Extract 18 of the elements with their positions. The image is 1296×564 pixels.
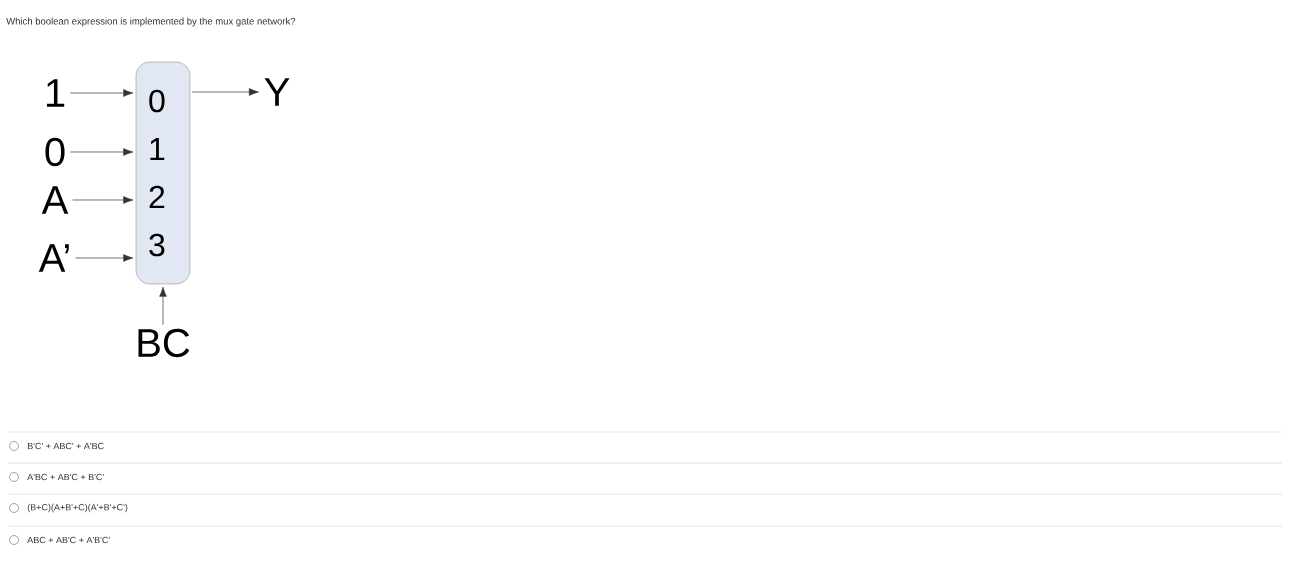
question-text: Which boolean expression is implemented by the mux gate network? [6,17,296,27]
signal-label: 0 [45,137,65,167]
arrow [72,196,134,204]
answer-option: (B+C)(A+B'+C)(A'+B'+C') [27,503,128,513]
answer-option: B'C' + ABC' + A'BC [27,442,104,450]
signal-label: A’ [38,244,69,272]
arrow [75,254,134,262]
signal-label: Y [264,78,290,106]
signal-label: 1 [46,79,65,107]
arrow [70,148,134,156]
arrow [70,89,134,97]
signal-label: A [41,186,69,214]
answer-option: ABC + AB'C + A'B'C' [27,536,110,544]
mux-box: 0 1 2 3 [135,61,191,285]
arrow [191,88,259,96]
arrow [159,286,167,325]
answer-option: A'BC + AB'C + B'C' [27,473,104,481]
signal-label: BC [138,328,190,358]
